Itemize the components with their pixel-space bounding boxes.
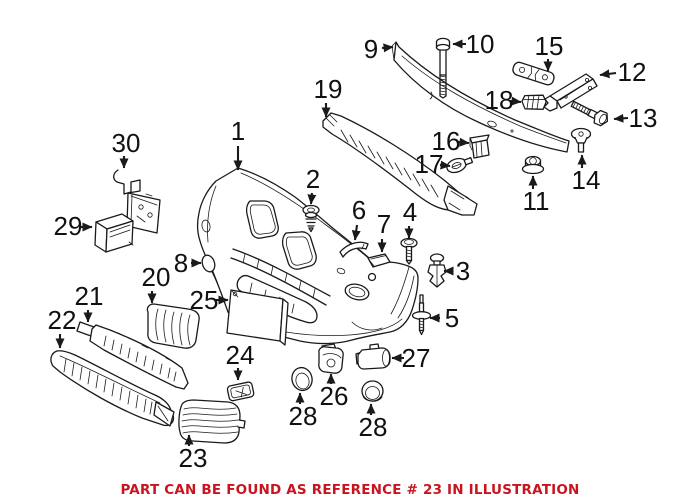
callout-label-28: 28: [289, 401, 318, 431]
bracket-strap: [512, 61, 555, 86]
callout-label-16: 16: [432, 126, 461, 156]
callout-label-11: 11: [523, 186, 550, 216]
reference-note: PART CAN BE FOUND AS REFERENCE # 23 IN I…: [120, 482, 580, 498]
clip-18: [521, 94, 547, 110]
rivet-17: [446, 157, 474, 174]
callout-label-20: 20: [142, 262, 171, 292]
bolt-4: [400, 237, 418, 265]
cover-cap: [367, 253, 391, 268]
callout-label-27: 27: [402, 343, 431, 373]
callout-label-14: 14: [572, 165, 601, 195]
parking-sensor-26: [318, 343, 344, 374]
impact-absorber: [322, 112, 478, 216]
lower-center-grille: [50, 350, 175, 427]
callout-arrow-12: [599, 69, 617, 79]
callout-label-12: 12: [618, 57, 647, 87]
callout-label-5: 5: [445, 303, 459, 333]
callout-label-28: 28: [359, 412, 388, 442]
callout-label-24: 24: [226, 340, 255, 370]
callout-label-10: 10: [466, 29, 495, 59]
callout-label-17: 17: [415, 149, 444, 179]
callout-label-29: 29: [54, 211, 83, 241]
callout-label-1: 1: [231, 116, 245, 146]
reinforcement-bar: [391, 41, 570, 153]
flange-nut: [521, 155, 545, 175]
callout-label-18: 18: [485, 85, 514, 115]
grommet-8: [201, 254, 216, 273]
callout-label-6: 6: [352, 195, 366, 225]
callout-arrow-16: [456, 137, 470, 147]
upper-center-grille: [76, 321, 189, 390]
push-rivet-2: [302, 204, 320, 233]
callout-label-23: 23: [179, 443, 208, 473]
parking-sensor-27: [355, 343, 391, 370]
sensor-ring-left: [291, 366, 313, 392]
sensor-ring-right: [361, 380, 384, 402]
trim-strip: [339, 241, 369, 258]
kidney-grille: [146, 303, 200, 349]
callout-label-15: 15: [535, 31, 564, 61]
callout-label-7: 7: [377, 209, 391, 239]
bolt-10: [435, 37, 451, 99]
callout-label-26: 26: [320, 381, 349, 411]
callout-arrow-9: [381, 43, 394, 53]
callout-label-13: 13: [629, 103, 658, 133]
callout-arrow-2: [307, 192, 317, 205]
callout-label-19: 19: [314, 74, 343, 104]
clip-16: [469, 134, 490, 159]
callout-label-25: 25: [190, 285, 219, 315]
callout-label-22: 22: [48, 305, 77, 335]
callout-label-8: 8: [174, 248, 188, 278]
screw-14: [570, 127, 592, 153]
screw-5: [411, 294, 432, 336]
callout-arrow-17: [439, 160, 451, 170]
mount-bracket: [543, 73, 598, 112]
expansion-clip: [427, 253, 447, 288]
sensor-module: [94, 213, 134, 253]
callout-label-21: 21: [75, 281, 104, 311]
tow-hook-cover: [226, 381, 255, 402]
bolt-13: [570, 100, 609, 127]
license-plate-filler: [226, 289, 289, 346]
callout-label-3: 3: [456, 256, 470, 286]
callout-label-4: 4: [403, 197, 417, 227]
callout-label-9: 9: [364, 34, 378, 64]
fog-light-grille: [178, 399, 246, 444]
callout-label-30: 30: [112, 128, 141, 158]
callout-arrow-18: [509, 96, 522, 106]
callout-label-2: 2: [306, 164, 320, 194]
callout-arrow-6: [351, 224, 361, 241]
callout-arrow-13: [613, 113, 629, 123]
